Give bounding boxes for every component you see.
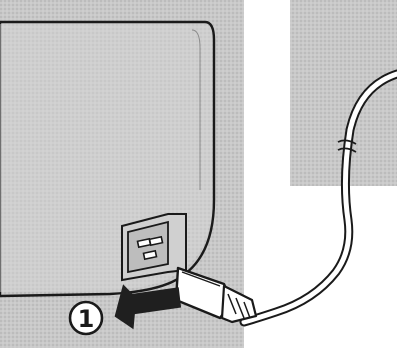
right-panel xyxy=(262,0,397,348)
appliance-power-socket-icon xyxy=(122,214,186,280)
step-number: 1 xyxy=(78,305,95,333)
step-marker: 1 xyxy=(70,302,102,334)
